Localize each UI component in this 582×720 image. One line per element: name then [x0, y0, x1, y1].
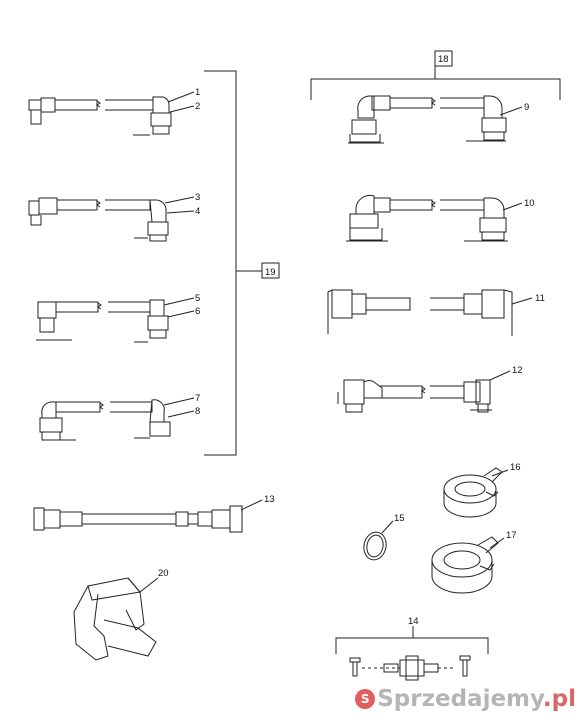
callout-17: 17 — [506, 530, 517, 541]
callout-1: 1 — [195, 87, 200, 98]
callout-13: 13 — [264, 494, 275, 505]
callout-14: 14 — [408, 616, 419, 627]
clip-17 — [431, 536, 505, 594]
callout-5: 5 — [195, 293, 200, 304]
clip-20 — [73, 577, 159, 661]
group-bracket-18 — [310, 50, 561, 100]
callout-9: 9 — [524, 102, 529, 113]
harness-11 — [327, 289, 533, 336]
callout-6: 6 — [195, 306, 200, 317]
harness-3-4 — [28, 196, 195, 242]
watermark-text: Sprzedajemy — [377, 686, 543, 712]
group-bracket-19 — [204, 70, 280, 456]
callout-4: 4 — [195, 206, 200, 217]
harness-10 — [346, 194, 523, 242]
callout-12: 12 — [512, 365, 523, 376]
seal-ring-15 — [363, 520, 394, 561]
fastener-kit-14 — [335, 626, 489, 681]
callout-11: 11 — [535, 293, 545, 304]
callout-19-box-label: 19 — [265, 267, 276, 278]
harness-12 — [337, 370, 511, 413]
callout-18-box-label: 18 — [438, 54, 449, 65]
callout-20: 20 — [158, 568, 169, 579]
callout-15: 15 — [394, 513, 405, 524]
harness-5-6 — [36, 297, 195, 343]
harness-13 — [33, 499, 263, 533]
callout-10: 10 — [524, 198, 535, 209]
harness-7-8 — [39, 397, 195, 441]
callout-8: 8 — [195, 406, 200, 417]
watermark-suffix: .pl — [542, 686, 576, 712]
harness-1-2 — [28, 91, 195, 136]
harness-9 — [348, 95, 523, 144]
clip-16 — [443, 467, 509, 518]
callout-3: 3 — [195, 192, 200, 203]
callout-16: 16 — [510, 462, 521, 473]
watermark-logo-icon: S — [355, 689, 376, 709]
callout-2: 2 — [195, 101, 200, 112]
callout-7: 7 — [195, 393, 200, 404]
